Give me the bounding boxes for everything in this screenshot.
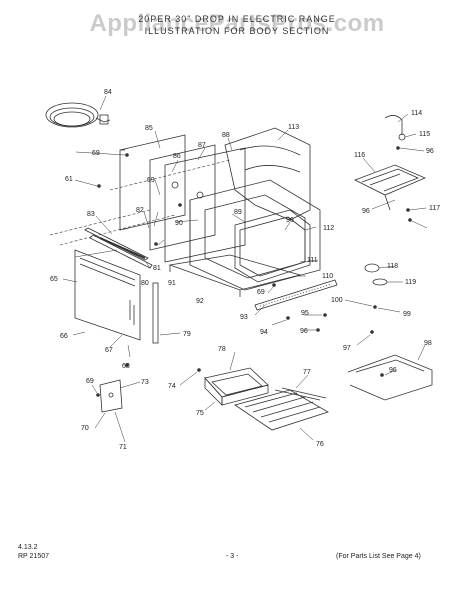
footer-parts-list-note: (For Parts List See Page 4): [336, 553, 421, 560]
callout-110: 110: [322, 273, 333, 280]
inner-panels-part: [149, 144, 246, 263]
heating-element-part: [354, 164, 427, 211]
callout-78: 78: [218, 346, 226, 353]
callout-115: 115: [419, 131, 430, 138]
callout-69: 69: [86, 378, 94, 385]
callout-67: 67: [105, 347, 113, 354]
screws: [96, 146, 412, 397]
callout-74: 74: [168, 383, 176, 390]
callout-116: 116: [354, 152, 365, 159]
callout-119: 119: [405, 279, 416, 286]
callout-69: 69: [147, 177, 155, 184]
callout-69: 69: [92, 150, 100, 157]
callout-85: 85: [145, 125, 153, 132]
callout-86: 86: [173, 153, 181, 160]
callout-111: 111: [307, 257, 318, 264]
clip-parts: [364, 263, 388, 286]
callout-77: 77: [303, 369, 311, 376]
callout-91: 91: [168, 280, 176, 287]
callout-114: 114: [411, 110, 422, 117]
callout-76: 76: [316, 441, 324, 448]
callout-96: 96: [300, 328, 308, 335]
bracket-part: [99, 379, 123, 413]
callout-71: 71: [119, 444, 127, 451]
callout-96: 96: [286, 217, 294, 224]
callout-68: 68: [122, 363, 130, 370]
callout-96: 96: [389, 367, 397, 374]
callout-69: 69: [257, 289, 265, 296]
oven-body-housing-part: [224, 127, 311, 221]
callout-98: 98: [424, 340, 432, 347]
callout-92: 92: [196, 298, 204, 305]
bottom-strip-part: [254, 279, 338, 311]
diagram-subtitle: ILLUSTRATION FOR BODY SECTION: [144, 26, 330, 36]
callout-94: 94: [260, 329, 268, 336]
watermark: AppliancePartsPros.com: [89, 10, 385, 37]
callout-73: 73: [141, 379, 149, 386]
callout-87: 87: [198, 142, 206, 149]
assembly-guide-lines: [49, 159, 231, 246]
callout-84: 84: [104, 89, 112, 96]
side-panel-part: [74, 249, 141, 341]
footer-code-2: RP 21507: [18, 553, 50, 560]
oven-cavity-part: [189, 179, 321, 291]
callout-83: 83: [87, 211, 95, 218]
footer-code-1: 4.13.2: [18, 544, 38, 551]
callout-93: 93: [240, 314, 248, 321]
rear-panel-part: [119, 134, 186, 231]
callout-112: 112: [323, 225, 334, 232]
diagram-title: 20PER 30" DROP IN ELECTRIC RANGE: [138, 14, 336, 24]
callout-61: 61: [65, 176, 73, 183]
oven-rack-part: [234, 387, 329, 431]
callout-88: 88: [222, 132, 230, 139]
callout-96: 96: [362, 208, 370, 215]
footer-page-number: - 3 -: [226, 553, 239, 560]
callout-97: 97: [343, 345, 351, 352]
broiler-pan-part: [204, 367, 269, 406]
callout-89: 89: [234, 209, 242, 216]
callout-100: 100: [331, 297, 343, 304]
callout-70: 70: [81, 425, 89, 432]
bake-element-part: [347, 354, 433, 401]
callout-79: 79: [183, 331, 191, 338]
callout-80: 80: [141, 280, 149, 287]
callout-66: 66: [60, 333, 68, 340]
callout-75: 75: [196, 410, 204, 417]
callout-118: 118: [387, 263, 398, 270]
callout-labels: 84 85 69 86 87 88 113 61 69 83 82 90 89 …: [50, 89, 440, 451]
callout-82: 82: [136, 207, 144, 214]
callout-81: 81: [153, 265, 161, 272]
callout-95: 95: [301, 310, 309, 317]
base-frame-part: [168, 254, 302, 297]
support-post-part: [152, 282, 159, 344]
callout-113: 113: [288, 124, 299, 131]
callout-117: 117: [429, 205, 440, 212]
callout-96: 96: [426, 148, 434, 155]
leader-lines: [62, 95, 428, 443]
front-trim-part: [84, 227, 153, 269]
callout-65: 65: [50, 276, 58, 283]
callout-99: 99: [403, 311, 411, 318]
power-cord-part: [45, 102, 111, 128]
callout-90: 90: [175, 220, 183, 227]
